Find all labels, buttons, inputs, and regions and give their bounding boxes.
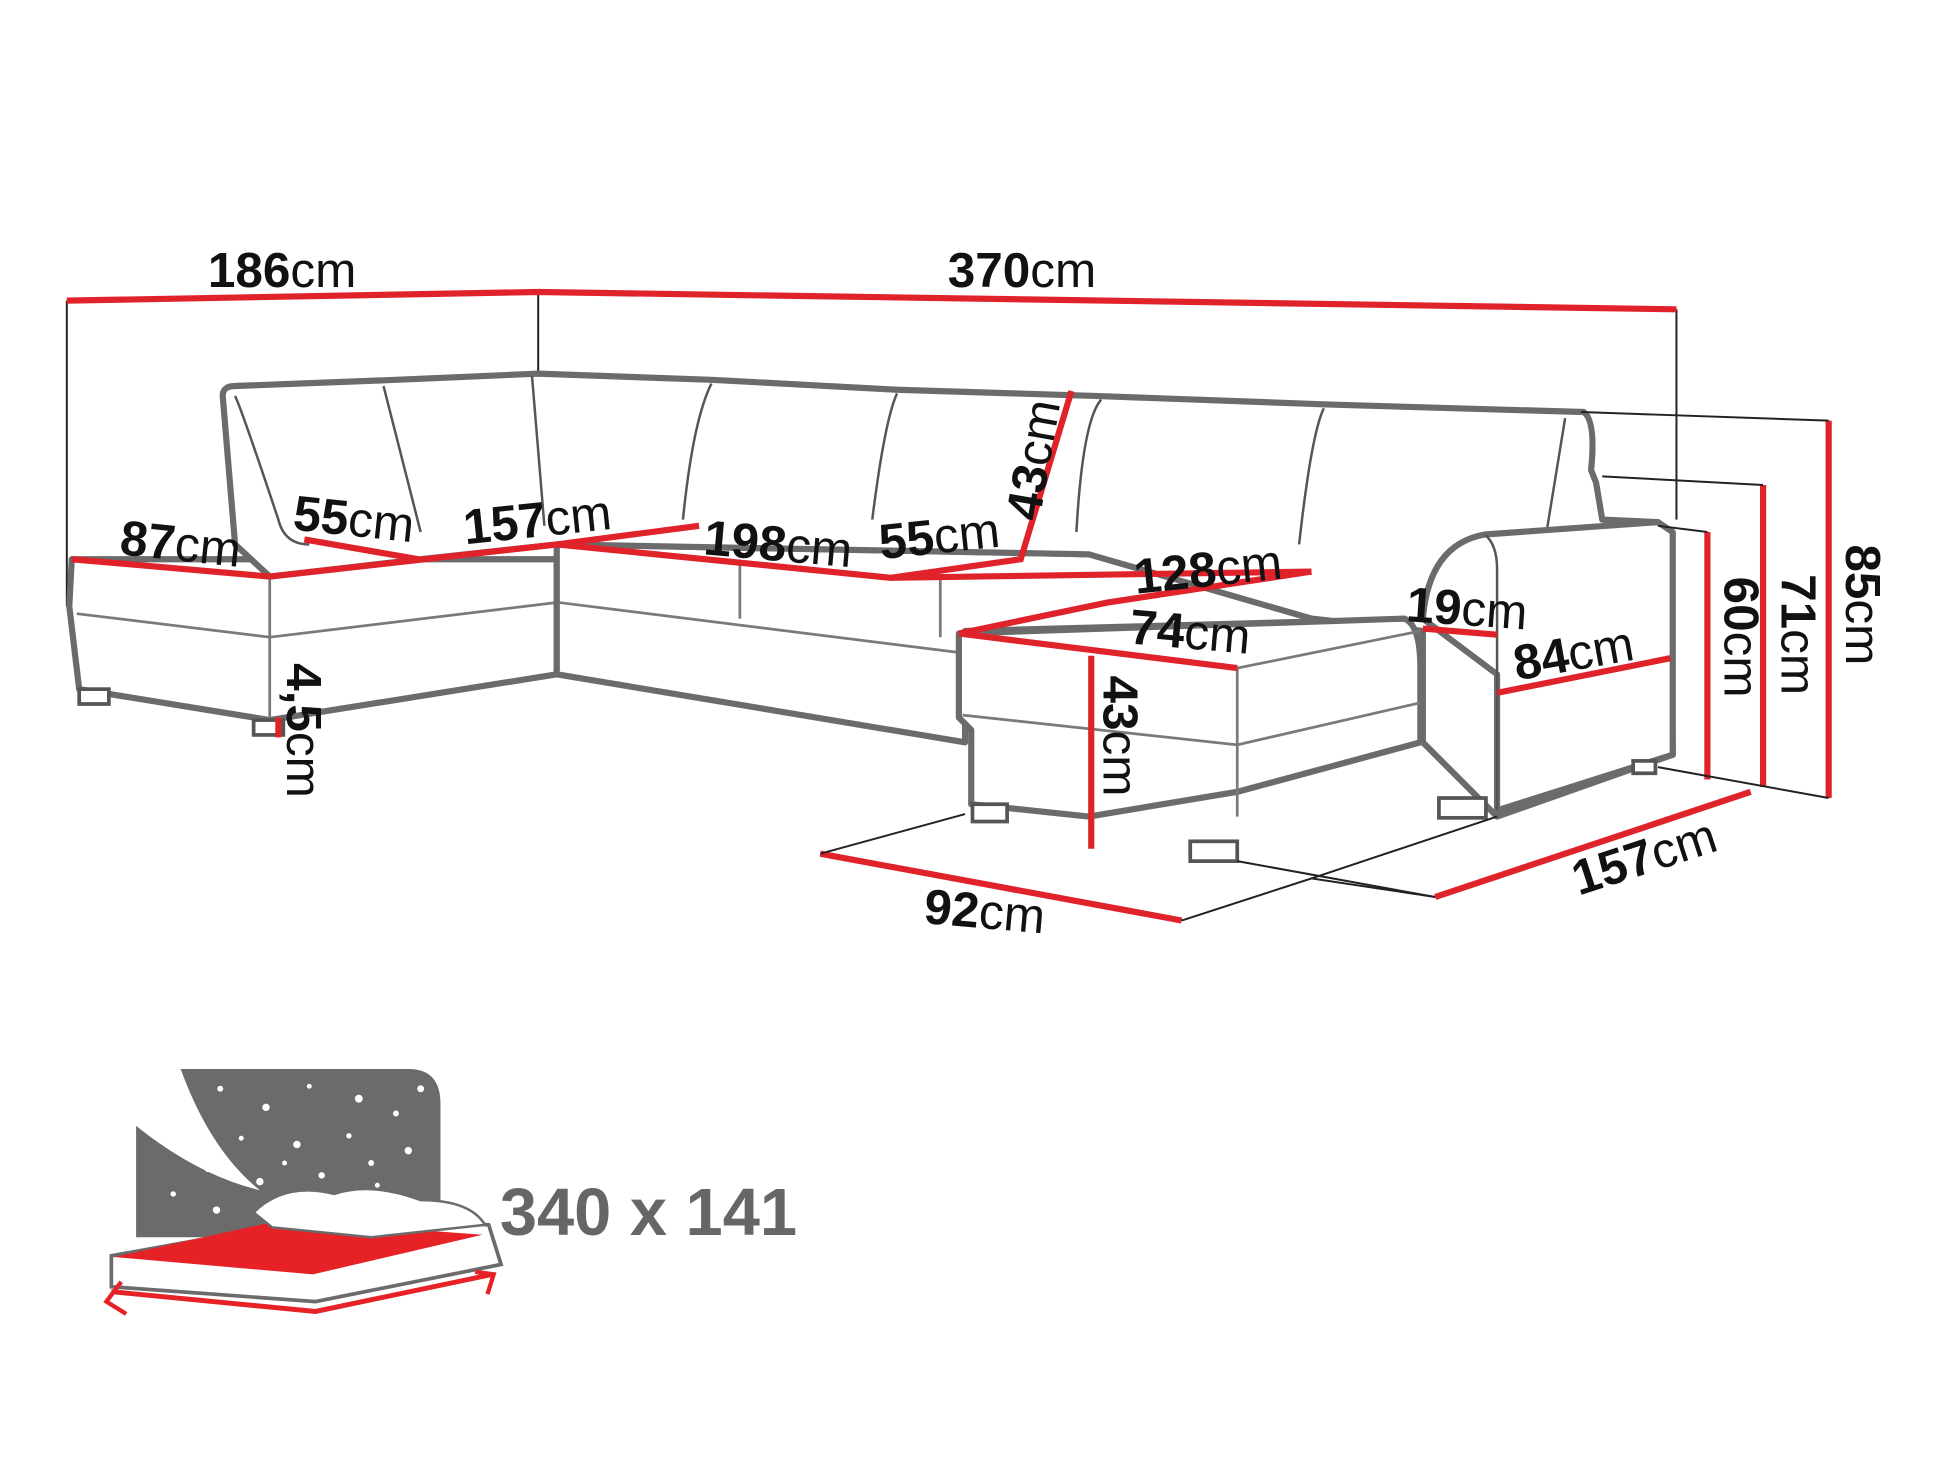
label-right-seat-width: 128cm [1131,535,1284,605]
label-left-seat-depth: 55cm [291,486,417,553]
label-back-height-low: 71cm [1771,574,1826,695]
label-seat-height: 43cm [1093,676,1148,797]
label-total-height: 85cm [1835,544,1890,665]
label-right-section-depth: 157cm [1565,808,1723,906]
label-back-seat-depth: 55cm [876,503,1002,570]
dimension-lines [71,390,1832,924]
bed-icon [103,1068,504,1316]
label-armrest-height: 60cm [1714,577,1769,698]
label-overall-left-depth: 186cm [208,243,357,298]
dimension-labels: 186cm 370cm 87cm 55cm 157cm 198cm 55cm 4… [118,243,1890,944]
overall-width-line [66,288,1677,313]
sleeping-area-label: 340 x 141 [500,1176,797,1250]
label-left-chaise-length: 157cm [461,485,614,555]
label-ottoman-width: 74cm [1127,600,1252,665]
stars-icon [170,1083,425,1214]
label-overall-width: 370cm [948,243,1097,298]
label-leg-height: 4,5cm [276,663,331,798]
label-armrest-width: 19cm [1405,577,1530,640]
label-back-seat-width: 198cm [702,510,855,578]
sofa-drawing [66,370,1676,863]
label-armrest-depth: 84cm [1509,616,1638,691]
label-left-seat-width: 87cm [118,511,244,578]
label-ottoman-depth: 92cm [922,879,1047,944]
label-backrest-height: 43cm [996,395,1071,524]
